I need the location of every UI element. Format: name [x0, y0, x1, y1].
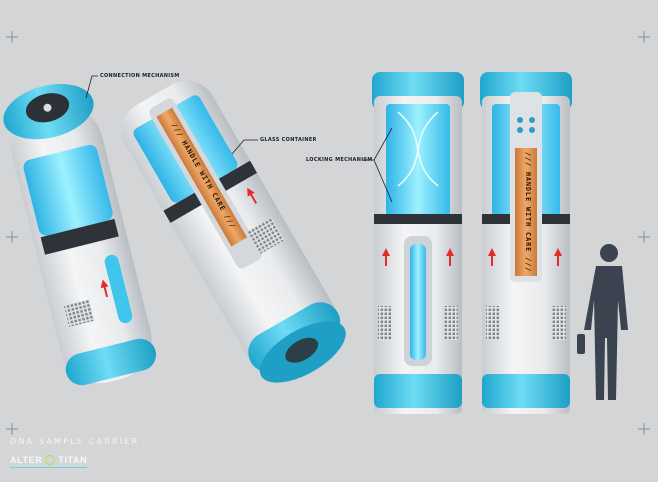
human-scale-silhouette — [577, 244, 628, 400]
callout-lines — [85, 75, 393, 203]
brand-right: TITAN — [58, 455, 88, 465]
callout-locking-mechanism: LOCKING MECHANISM — [306, 157, 373, 163]
callout-connection-mechanism: CONNECTION MECHANISM — [100, 73, 180, 79]
warning-label-back: /// HANDLE WITH CARE /// — [524, 152, 532, 272]
registration-marks — [6, 31, 650, 435]
brand-left: ALTER — [10, 455, 43, 465]
brand-underline — [10, 467, 88, 468]
callout-glass-container: GLASS CONTAINER — [260, 137, 317, 143]
sheet-title: DNA SAMPLE CARRIER — [10, 437, 140, 446]
carrier-view-front — [372, 72, 464, 414]
carrier-view-angled-top — [3, 84, 157, 386]
carrier-view-back: /// HANDLE WITH CARE /// — [480, 72, 572, 414]
brand-logo: ALTER TITAN — [10, 455, 88, 468]
brand-emblem-icon — [45, 455, 56, 465]
carrier-view-angled-bottom: /// HANDLE WITH CARE /// — [121, 80, 346, 383]
